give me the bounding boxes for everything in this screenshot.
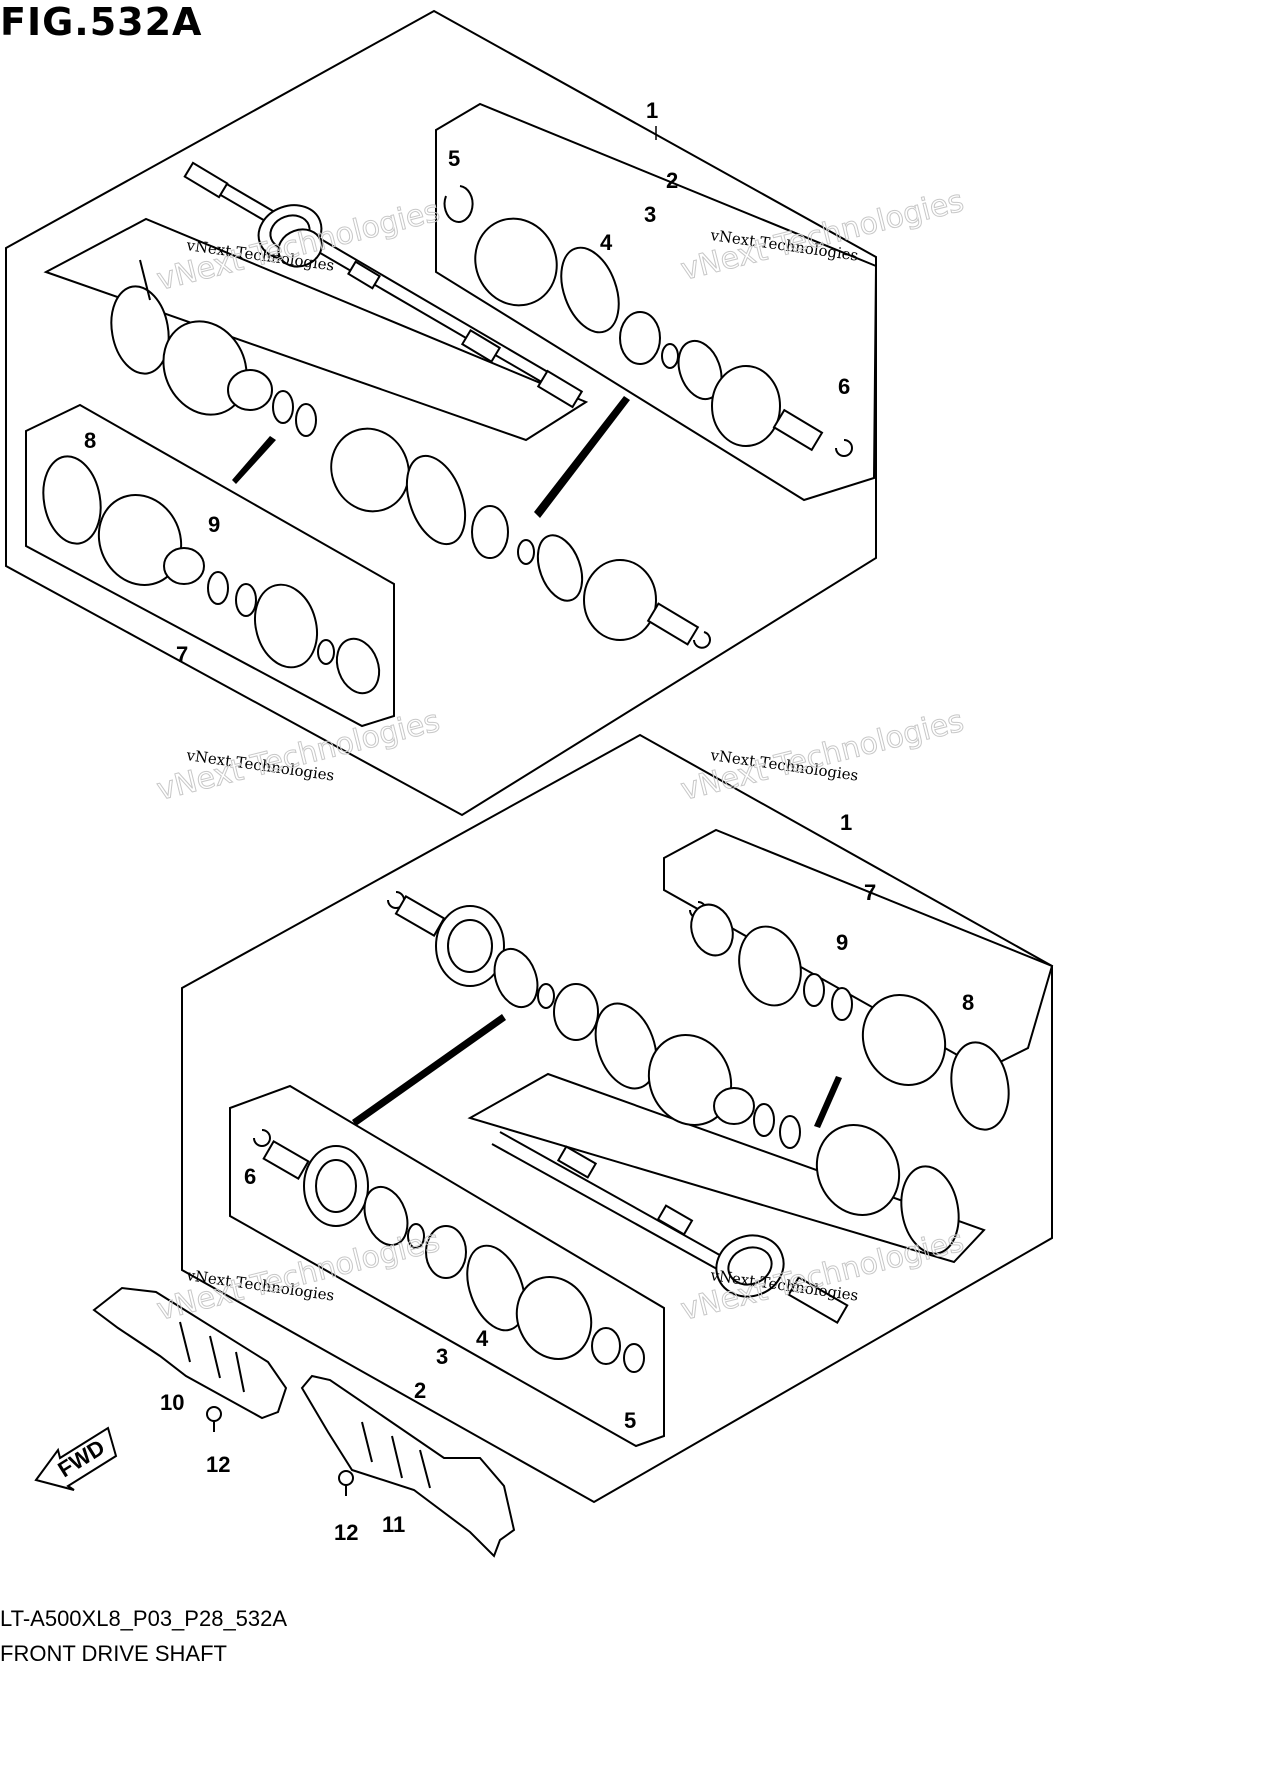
callout-upper-8: 8	[84, 428, 96, 453]
upper-box-7	[25, 403, 395, 728]
callout-lower-2: 2	[414, 1378, 426, 1403]
upper-assembly: 1 2 3 4 5 6 7 8 9	[5, 9, 878, 817]
callout-lower-8: 8	[962, 990, 974, 1015]
upper-left-boot-kit	[110, 259, 711, 649]
upper-outer-frame	[5, 9, 877, 817]
callout-lower-5: 5	[624, 1408, 636, 1433]
callout-lower-12a: 12	[206, 1452, 230, 1477]
callout-lower-10: 10	[160, 1390, 184, 1415]
lower-outer-frame	[181, 733, 1053, 1504]
callout-lower-7: 7	[864, 880, 876, 905]
callout-lower-6: 6	[244, 1164, 256, 1189]
callout-upper-2: 2	[666, 168, 678, 193]
lower-box-1-contents	[689, 901, 1010, 1131]
callout-lower-4: 4	[476, 1326, 489, 1351]
callout-upper-5: 5	[448, 146, 460, 171]
lower-boot-kit-box	[467, 1072, 986, 1264]
lower-box-2	[229, 1084, 665, 1448]
skid-plate-10	[92, 1286, 288, 1420]
callout-lower-12b: 12	[334, 1520, 358, 1545]
callout-lower-9: 9	[836, 930, 848, 955]
upper-shaft	[183, 161, 584, 409]
skid-plate-11	[300, 1374, 516, 1558]
lower-chain-parts	[387, 891, 960, 1255]
lower-box-1	[663, 828, 1054, 1072]
upper-box-1-contents	[443, 185, 853, 457]
bolt-12-a	[206, 1406, 222, 1432]
upper-box-1	[435, 102, 878, 502]
upper-arrow-right	[534, 396, 630, 518]
lower-arrow-left	[352, 1014, 506, 1126]
callout-upper-3: 3	[644, 202, 656, 227]
fwd-indicator: FWD	[34, 1426, 118, 1491]
callout-upper-9: 9	[208, 512, 220, 537]
callout-lower-11: 11	[382, 1512, 405, 1537]
lower-assembly: FWD 1 2 3 4 5 6 7 8 9 10 11 12 12	[34, 733, 1054, 1558]
upper-boot-kit-box	[43, 217, 589, 442]
callout-lower-3: 3	[436, 1344, 448, 1369]
callout-upper-4: 4	[600, 230, 613, 255]
upper-arrow-left	[232, 436, 276, 484]
drawing-name: FRONT DRIVE SHAFT	[0, 1641, 227, 1666]
drawing-code: LT-A500XL8_P03_P28_532A	[0, 1606, 288, 1631]
figure-title: FIG.532A	[0, 0, 203, 44]
callout-upper-6: 6	[838, 374, 850, 399]
lower-arrow-right	[814, 1076, 842, 1128]
upper-box-7-contents	[42, 455, 381, 695]
callout-lower-1: 1	[840, 810, 852, 835]
callout-upper-1: 1	[646, 98, 658, 123]
bolt-12-b	[338, 1470, 354, 1496]
lower-box-2-contents	[253, 1129, 645, 1373]
callout-upper-7: 7	[176, 642, 188, 667]
lower-shaft	[491, 1131, 849, 1325]
